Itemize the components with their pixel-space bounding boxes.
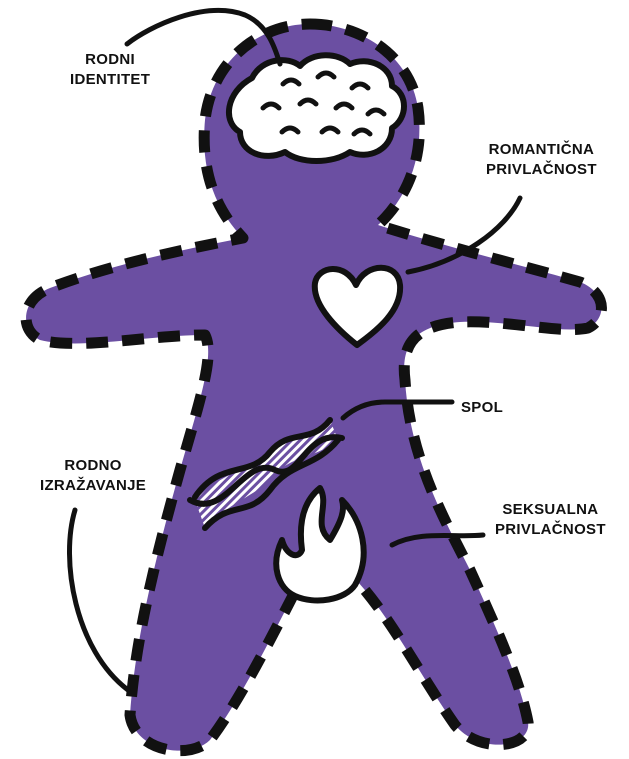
label-gender-expression: RODNO IZRAŽAVANJE — [40, 456, 146, 496]
label-gender-identity-line-1: RODNI — [70, 50, 150, 70]
label-romantic-attraction: ROMANTIČNA PRIVLAČNOST — [486, 140, 597, 180]
label-romantic-attraction-line-1: ROMANTIČNA — [486, 140, 597, 160]
label-gender-expression-line-2: IZRAŽAVANJE — [40, 476, 146, 496]
label-sexual-attraction-line-1: SEKSUALNA — [495, 500, 606, 520]
label-sex-line-1: SPOL — [461, 398, 503, 418]
label-gender-identity-line-2: IDENTITET — [70, 70, 150, 90]
label-gender-identity: RODNI IDENTITET — [70, 50, 150, 90]
label-sexual-attraction-line-2: PRIVLAČNOST — [495, 520, 606, 540]
label-gender-expression-line-1: RODNO — [40, 456, 146, 476]
label-romantic-attraction-line-2: PRIVLAČNOST — [486, 160, 597, 180]
label-sexual-attraction: SEKSUALNA PRIVLAČNOST — [495, 500, 606, 540]
brain-icon — [229, 55, 404, 161]
leader-line-gender-expression — [69, 510, 128, 690]
label-sex: SPOL — [461, 398, 503, 418]
